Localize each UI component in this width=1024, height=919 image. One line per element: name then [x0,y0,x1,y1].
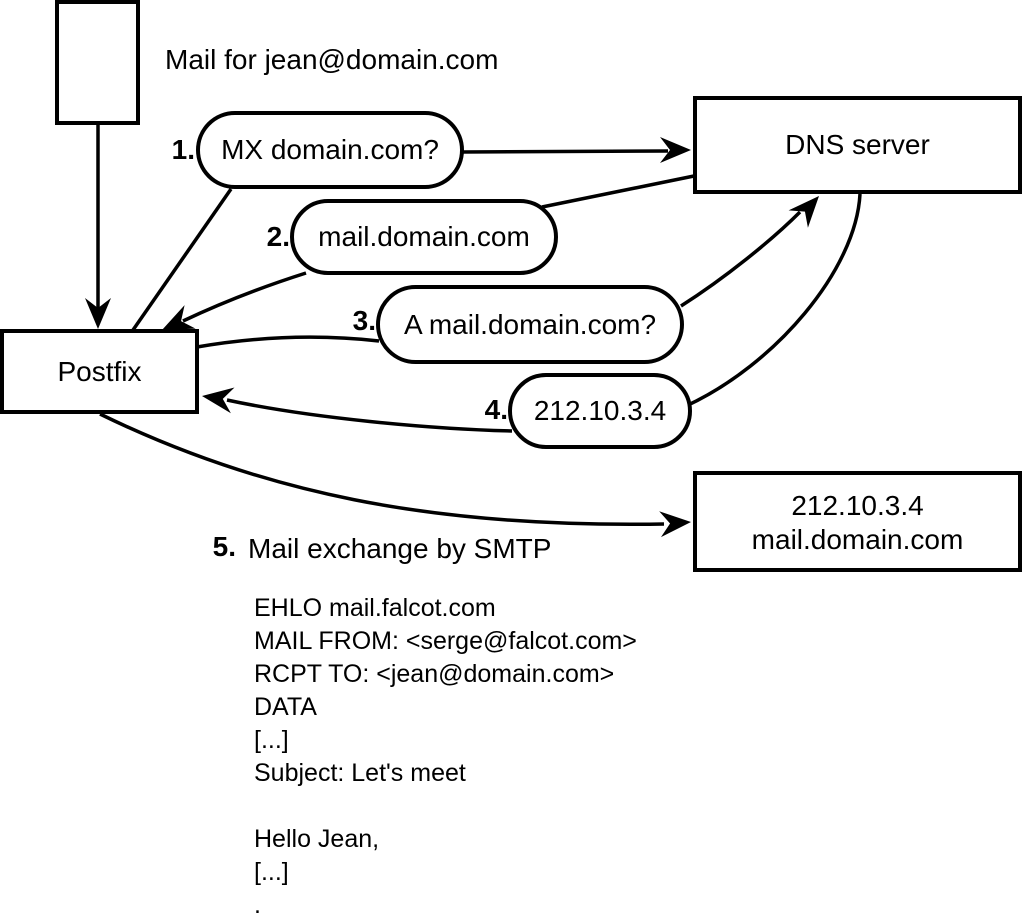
step-pill-label: A mail.domain.com? [403,308,657,340]
mail-server-hostname: mail.domain.com [751,523,964,555]
step-pill-label: 212.10.3.4 [533,395,667,426]
step-number-4: 4. [484,394,508,425]
dns-server-label: DNS server [785,129,930,160]
postfix-label: Postfix [57,355,142,387]
step-number-2: 2. [266,221,290,252]
line-postfix-to-query1 [131,188,233,331]
line-postfix-to-query3 [196,335,380,349]
mail-message-box [55,0,140,125]
step-pill-mx-answer: mail.domain.com [290,199,558,275]
arrow-query1-to-dns [461,137,691,163]
arrow-answer2-to-postfix [162,271,307,330]
smtp-transcript: EHLO mail.falcot.com MAIL FROM: <serge@f… [254,594,637,919]
diagram-title: Mail for jean@domain.com [165,44,499,75]
step-pill-a-query: A mail.domain.com? [376,285,684,364]
arrow-message-to-postfix [85,120,111,329]
arrow-answer4-to-postfix [202,387,513,433]
dns-server-box: DNS server [693,96,1022,194]
step-pill-label: MX domain.com? [221,134,439,165]
postfix-box: Postfix [0,329,199,414]
curve-dns-to-answer4 [685,193,862,408]
arrow-postfix-to-mailserver [99,412,691,538]
step-pill-mx-query: MX domain.com? [196,111,464,189]
step-5-label: Mail exchange by SMTP [248,533,552,564]
step-pill-a-answer: 212.10.3.4 [508,373,692,449]
mail-server-box: 212.10.3.4 mail.domain.com [693,471,1022,572]
mail-server-ip: 212.10.3.4 [791,489,924,521]
step-number-1: 1. [171,134,195,165]
step-pill-label: mail.domain.com [318,221,530,252]
arrow-query3-to-dns [680,196,819,308]
step-number-3: 3. [352,305,376,336]
step-number-5: 5. [212,531,236,562]
line-dns-to-answer2 [541,174,695,209]
